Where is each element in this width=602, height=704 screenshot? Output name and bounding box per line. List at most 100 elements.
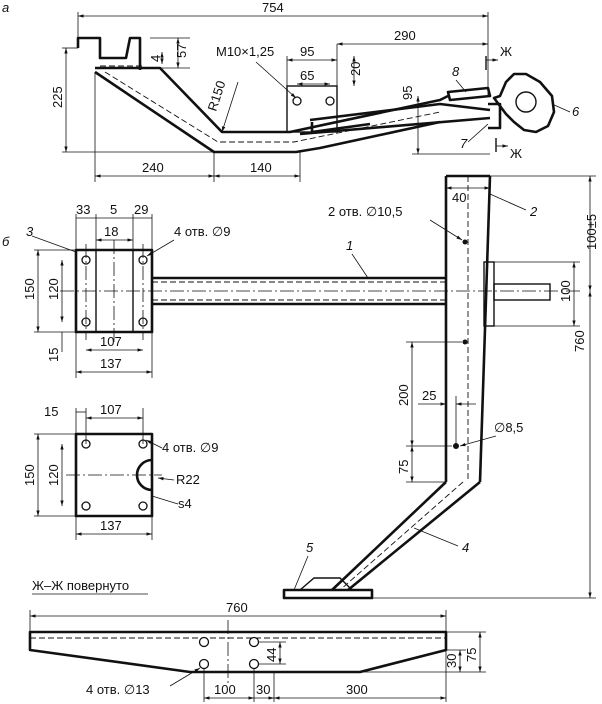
- section-letter-top: Ж: [500, 44, 512, 59]
- leg-4: [331, 480, 481, 592]
- seat-bracket: [76, 36, 142, 70]
- dim-57: 57: [174, 44, 189, 58]
- dim-225: 225: [50, 86, 65, 108]
- holes-9-plate: 4 отв. ∅9: [162, 440, 218, 455]
- dim-100-sect: 100: [214, 682, 236, 697]
- foot-5-top: [299, 577, 353, 591]
- dim-8-5: ∅8,5: [494, 420, 523, 435]
- dim-r150: R150: [205, 79, 229, 113]
- section-hole: [198, 636, 210, 648]
- frame-lower-edge: [94, 70, 441, 154]
- dim-15-plate: 15: [44, 404, 58, 419]
- dim-line-r150: [221, 81, 239, 133]
- dim-75: 75: [396, 460, 411, 474]
- callout-4: 4: [462, 540, 469, 555]
- drawbar: [309, 102, 491, 122]
- dim-760: 760: [572, 330, 587, 352]
- dim-120: 120: [46, 278, 61, 300]
- dim-100: 100: [558, 280, 573, 302]
- dim-137-plate: 137: [100, 518, 122, 533]
- dim-120-plate: 120: [46, 464, 61, 486]
- hole-10-5: [462, 339, 468, 345]
- dim-140: 140: [250, 160, 272, 175]
- callout-5: 5: [306, 540, 314, 555]
- dim-40: 40: [452, 190, 466, 205]
- leader-holes-9: [146, 239, 175, 257]
- dim-300: 300: [346, 682, 368, 697]
- hitch-pin: [515, 91, 537, 113]
- dim-150-plate: 150: [22, 464, 37, 486]
- dim-30-sect: 30: [256, 682, 270, 697]
- leader-2: [489, 193, 527, 211]
- dim-107: 107: [100, 334, 122, 349]
- leader-3: [31, 235, 77, 253]
- section-hole: [198, 658, 210, 670]
- thread-leader: [255, 61, 297, 99]
- leader-holes-9-plate: [145, 439, 163, 449]
- shaft-stub: [493, 283, 551, 301]
- leader-r22: [157, 477, 175, 481]
- drawbar-lower: [299, 116, 491, 136]
- dim-4: 4: [148, 55, 163, 62]
- dim-107-plate: 107: [100, 402, 122, 417]
- hitch-body: [488, 102, 502, 130]
- dim-754: 754: [262, 0, 284, 15]
- dim-200: 200: [396, 384, 411, 406]
- view-b: б 33 5 29: [2, 174, 599, 600]
- section-letter-bottom: Ж: [510, 146, 522, 161]
- plate-hole: [138, 501, 148, 511]
- callout-8: 8: [452, 64, 460, 79]
- section-title: Ж–Ж повернуто: [32, 578, 129, 593]
- dim-95-top: 95: [300, 44, 314, 59]
- hitch-hook-6: [492, 72, 556, 134]
- dim-95-right: 95: [400, 86, 415, 100]
- latch-part-8: [446, 86, 492, 102]
- callout-6: 6: [572, 104, 580, 119]
- dim-65: 65: [300, 68, 314, 83]
- leader-s4: [151, 495, 179, 505]
- view-b-label: б: [2, 234, 10, 249]
- section-hole: [248, 658, 260, 670]
- leader-5: [293, 555, 309, 591]
- dim-290: 290: [394, 28, 416, 43]
- leader-4: [413, 527, 459, 547]
- holes-10-5: 2 отв. ∅10,5: [328, 204, 403, 219]
- callout-2: 2: [529, 204, 538, 219]
- section-view: Ж–Ж повернуто 760 44 30 75 4 отв. ∅13: [28, 578, 486, 702]
- dim-44: 44: [264, 648, 279, 662]
- dim-240: 240: [142, 160, 164, 175]
- dim-150: 150: [22, 278, 37, 300]
- dim-s4: s4: [178, 496, 192, 511]
- leader-6: [551, 103, 571, 113]
- dim-760-sect: 760: [226, 600, 248, 615]
- dim-30-right: 30: [444, 654, 459, 668]
- dim-29: 29: [134, 202, 148, 217]
- dim-15: 15: [46, 348, 61, 362]
- holes-13: 4 отв. ∅13: [86, 682, 150, 697]
- frame-upper-edge: [95, 66, 449, 134]
- dim-137: 137: [100, 356, 122, 371]
- dim-75-sect: 75: [464, 648, 479, 662]
- dim-20: 20: [348, 62, 363, 76]
- dim-33: 33: [76, 202, 90, 217]
- plate-view: 15 107 4 отв. ∅9 150 120 R22 s4 137: [22, 402, 218, 540]
- dim-100pm5: 100±5: [584, 214, 599, 250]
- holes-9: 4 отв. ∅9: [174, 224, 230, 239]
- thread-callout: M10×1,25: [216, 44, 274, 59]
- leg-4-hidden: [339, 481, 464, 591]
- frame-hidden-line: [104, 71, 441, 143]
- leader-8-5: [459, 435, 497, 447]
- leader-7: [467, 123, 489, 143]
- plate-hole: [81, 501, 91, 511]
- tube-hidden: [152, 281, 446, 301]
- tube-1: [152, 276, 446, 306]
- hole-10-5: [462, 239, 468, 245]
- foot-5: [282, 588, 374, 600]
- leader-holes-10-5: [429, 219, 463, 241]
- callout-1: 1: [346, 238, 353, 253]
- dim-18: 18: [104, 224, 118, 239]
- mount-hole: [325, 96, 335, 106]
- view-a-label: а: [2, 0, 9, 15]
